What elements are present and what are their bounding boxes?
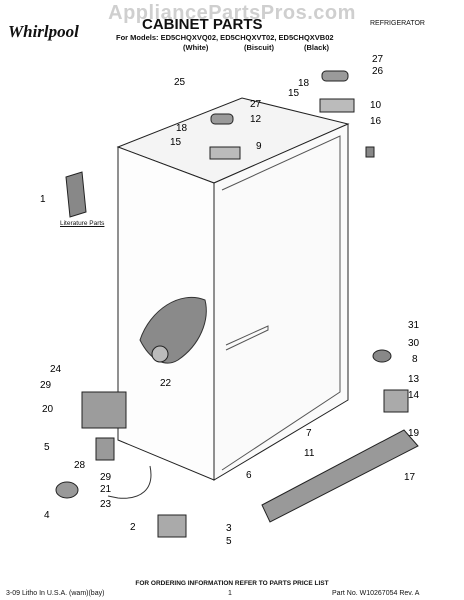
toe-grille (261, 429, 419, 523)
color-black: (Black) (304, 43, 330, 52)
callout-17: 17 (404, 472, 416, 483)
callout-12: 12 (250, 114, 262, 125)
callout-15b: 15 (170, 137, 182, 148)
page-number: 1 (228, 590, 232, 597)
callout-29b: 29 (100, 472, 112, 483)
callout-23: 23 (100, 499, 112, 510)
part-number: Part No. W10267054 Rev. A (332, 590, 420, 597)
color-biscuit: (Biscuit) (244, 43, 274, 52)
page-title: CABINET PARTS (142, 16, 263, 33)
callout-15a: 15 (288, 88, 300, 99)
part-28 (95, 437, 115, 461)
callout-19: 19 (408, 428, 420, 439)
callout-labels: 25 27 26 15 18 10 16 27 12 18 15 9 1 31 … (40, 54, 420, 547)
hinge-cover-right (321, 70, 349, 82)
ordering-note: FOR ORDERING INFORMATION REFER TO PARTS … (135, 580, 329, 587)
callout-6: 6 (246, 470, 252, 481)
callout-8: 8 (412, 354, 418, 365)
valve-2 (157, 514, 187, 538)
water-tube (107, 465, 152, 499)
callout-30: 30 (408, 338, 420, 349)
cabinet-right-side (213, 123, 349, 481)
cabinet-opening (221, 135, 341, 471)
callout-25: 25 (174, 77, 186, 88)
callout-29a: 29 (40, 380, 52, 391)
tube-part-4 (55, 481, 79, 499)
category-label: REFRIGERATOR (370, 20, 425, 27)
color-white: (White) (183, 43, 209, 52)
hinge-right (319, 98, 355, 113)
callout-27b: 27 (250, 99, 262, 110)
print-info: 3-09 Litho In U.S.A. (wam)(bay) (6, 590, 105, 597)
callout-21: 21 (100, 484, 112, 495)
callout-14: 14 (408, 390, 420, 401)
callout-20: 20 (42, 404, 54, 415)
callout-13: 13 (408, 374, 420, 385)
bracket-24 (81, 391, 127, 429)
callout-16: 16 (370, 116, 382, 127)
callout-10: 10 (370, 100, 382, 111)
literature-parts-label: Literature Parts (60, 220, 105, 227)
literature-book (65, 171, 87, 218)
callout-18a: 18 (298, 78, 310, 89)
plug-16 (365, 146, 375, 158)
callout-11: 11 (304, 448, 315, 459)
callout-28: 28 (74, 460, 86, 471)
callout-5a: 5 (44, 442, 50, 453)
callout-18b: 18 (176, 123, 188, 134)
callout-4: 4 (44, 510, 50, 521)
grommet-22 (151, 345, 169, 363)
callout-1: 1 (40, 194, 46, 205)
models-line: For Models: ED5CHQXVQ02, ED5CHQXVT02, ED… (116, 33, 334, 42)
callout-2: 2 (130, 522, 136, 533)
callout-7: 7 (306, 428, 312, 439)
hinge-cover-left (210, 113, 234, 125)
brand-logo: Whirlpool (8, 22, 79, 41)
callout-27a: 27 (372, 54, 384, 65)
callout-5b: 5 (226, 536, 232, 547)
callout-3: 3 (226, 523, 232, 534)
callout-24: 24 (50, 364, 62, 375)
hinge-left (209, 146, 241, 160)
bushing-30 (372, 349, 392, 363)
hinge-bottom (383, 389, 409, 413)
watermark-text: AppliancePartsPros.com (108, 2, 356, 24)
cabinet-inner-divider (225, 325, 269, 351)
callout-31: 31 (408, 320, 420, 331)
callout-9: 9 (256, 141, 262, 152)
callout-26: 26 (372, 66, 384, 77)
callout-22: 22 (160, 378, 172, 389)
